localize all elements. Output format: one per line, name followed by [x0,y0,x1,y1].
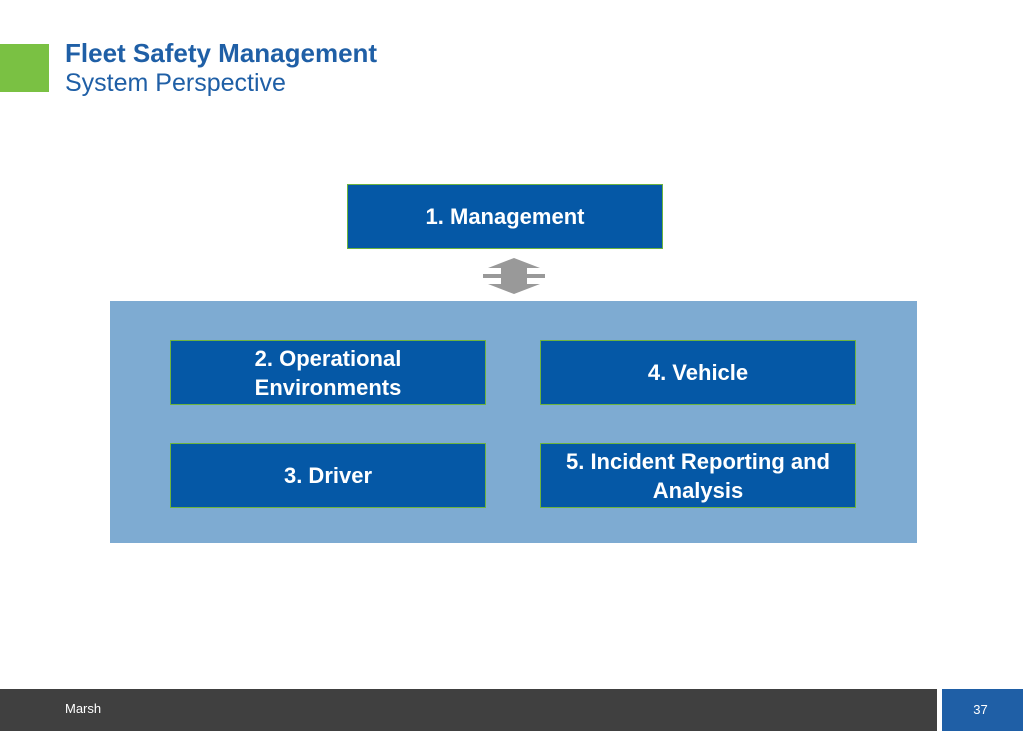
operational-environments-box: 2. Operational Environments [170,340,486,405]
management-box-label: 1. Management [425,204,585,229]
page-number: 37 [973,702,988,717]
green-accent-block [0,44,49,92]
operational-environments-label: 2. Operational Environments [254,345,402,400]
incident-reporting-box: 5. Incident Reporting and Analysis [540,443,856,508]
driver-box: 3. Driver [170,443,486,508]
management-box: 1. Management [347,184,663,249]
footer-company: Marsh [65,701,102,716]
page-subtitle: System Perspective [65,69,286,97]
page-number-box [942,689,1023,731]
double-arrow-vertical-icon [483,258,545,294]
footer-bar [0,689,937,731]
page-title: Fleet Safety Management [65,38,378,68]
vehicle-label: 4. Vehicle [647,360,749,385]
driver-label: 3. Driver [283,463,373,488]
vehicle-box: 4. Vehicle [540,340,856,405]
incident-reporting-label: 5. Incident Reporting and Analysis [565,448,830,503]
